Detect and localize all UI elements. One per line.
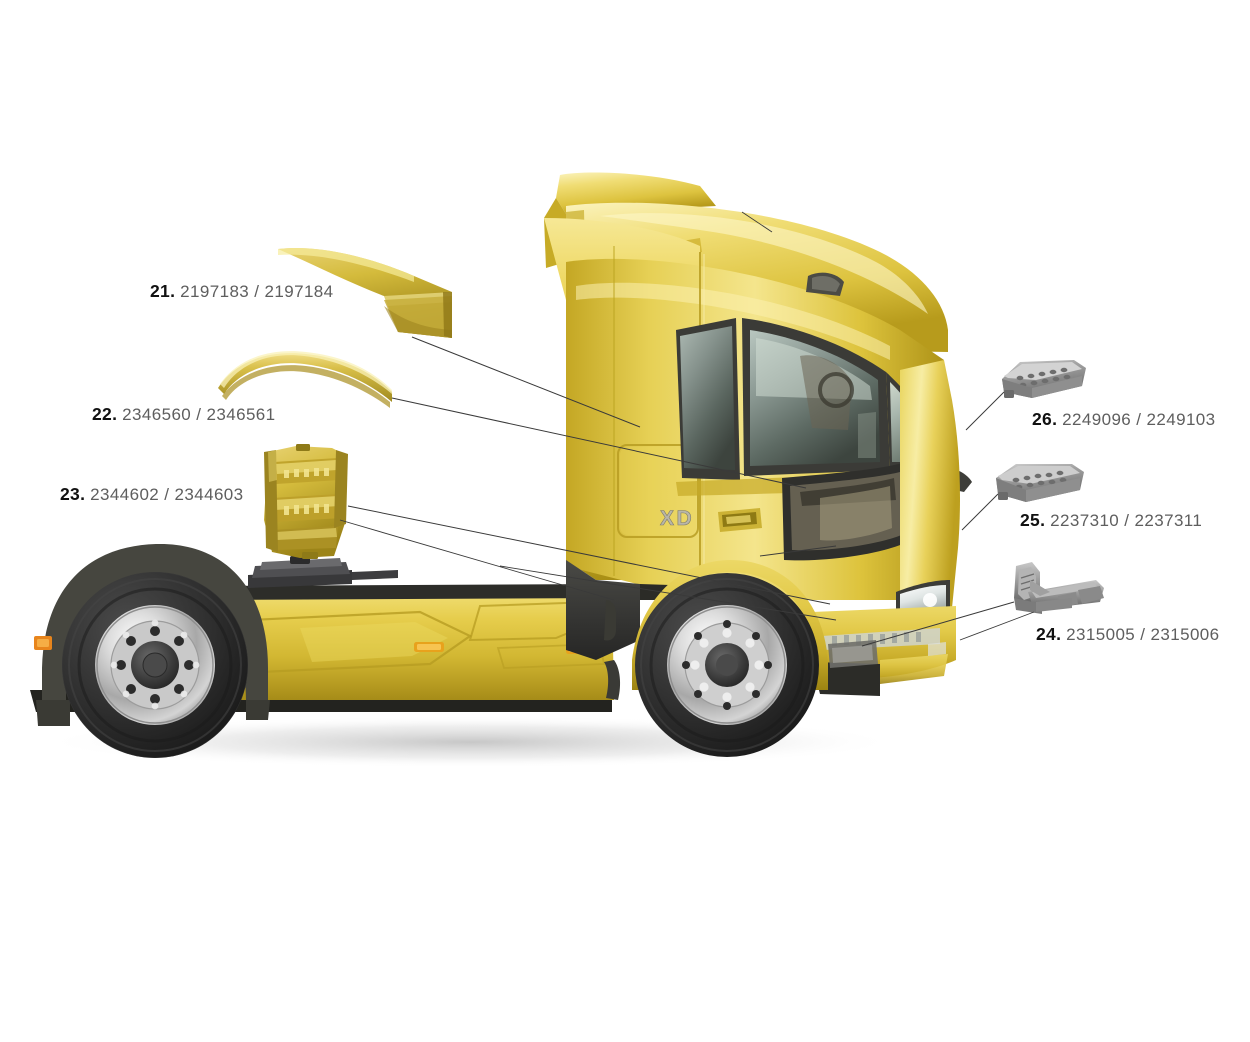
callout-24-number: 24. (1036, 624, 1062, 644)
door-handle (718, 508, 762, 532)
callout-25[interactable]: 25. 2237310 / 2237311 (1020, 510, 1202, 531)
svg-text:XD: XD (660, 507, 694, 530)
part-26-upper-step-tread (1002, 360, 1086, 398)
part-22-wheel-arch-trim (218, 351, 392, 408)
callout-22-number: 22. (92, 404, 118, 424)
callout-25-number: 25. (1020, 510, 1046, 530)
fifth-wheel-coupling (248, 556, 398, 588)
callout-26[interactable]: 26. 2249096 / 2249103 (1032, 409, 1216, 430)
callout-25-part-numbers: 2237310 / 2237311 (1050, 511, 1203, 530)
callout-22[interactable]: 22. 2346560 / 2346561 (92, 404, 276, 425)
callout-21-number: 21. (150, 281, 176, 301)
callout-26-part-numbers: 2249096 / 2249103 (1062, 410, 1216, 429)
callout-23-part-numbers: 2344602 / 2344603 (90, 485, 244, 504)
part-23-entry-step-module (264, 444, 348, 559)
callout-23[interactable]: 23. 2344602 / 2344603 (60, 484, 244, 505)
rear-wheel (34, 543, 270, 758)
callout-24[interactable]: 24. 2315005 / 2315006 (1036, 624, 1220, 645)
part-21-side-deflector-panel (278, 247, 452, 338)
part-24-step-support-bracket (1014, 562, 1104, 614)
part-25-lower-step-tread (996, 464, 1084, 502)
callout-22-part-numbers: 2346560 / 2346561 (122, 405, 276, 424)
callout-26-number: 26. (1032, 409, 1058, 429)
callout-23-number: 23. (60, 484, 86, 504)
callout-21[interactable]: 21. 2197183 / 2197184 (150, 281, 334, 302)
xd-badge: XD (660, 507, 694, 531)
callout-21-part-numbers: 2197183 / 2197184 (180, 282, 334, 301)
callout-24-part-numbers: 2315005 / 2315006 (1066, 625, 1220, 644)
